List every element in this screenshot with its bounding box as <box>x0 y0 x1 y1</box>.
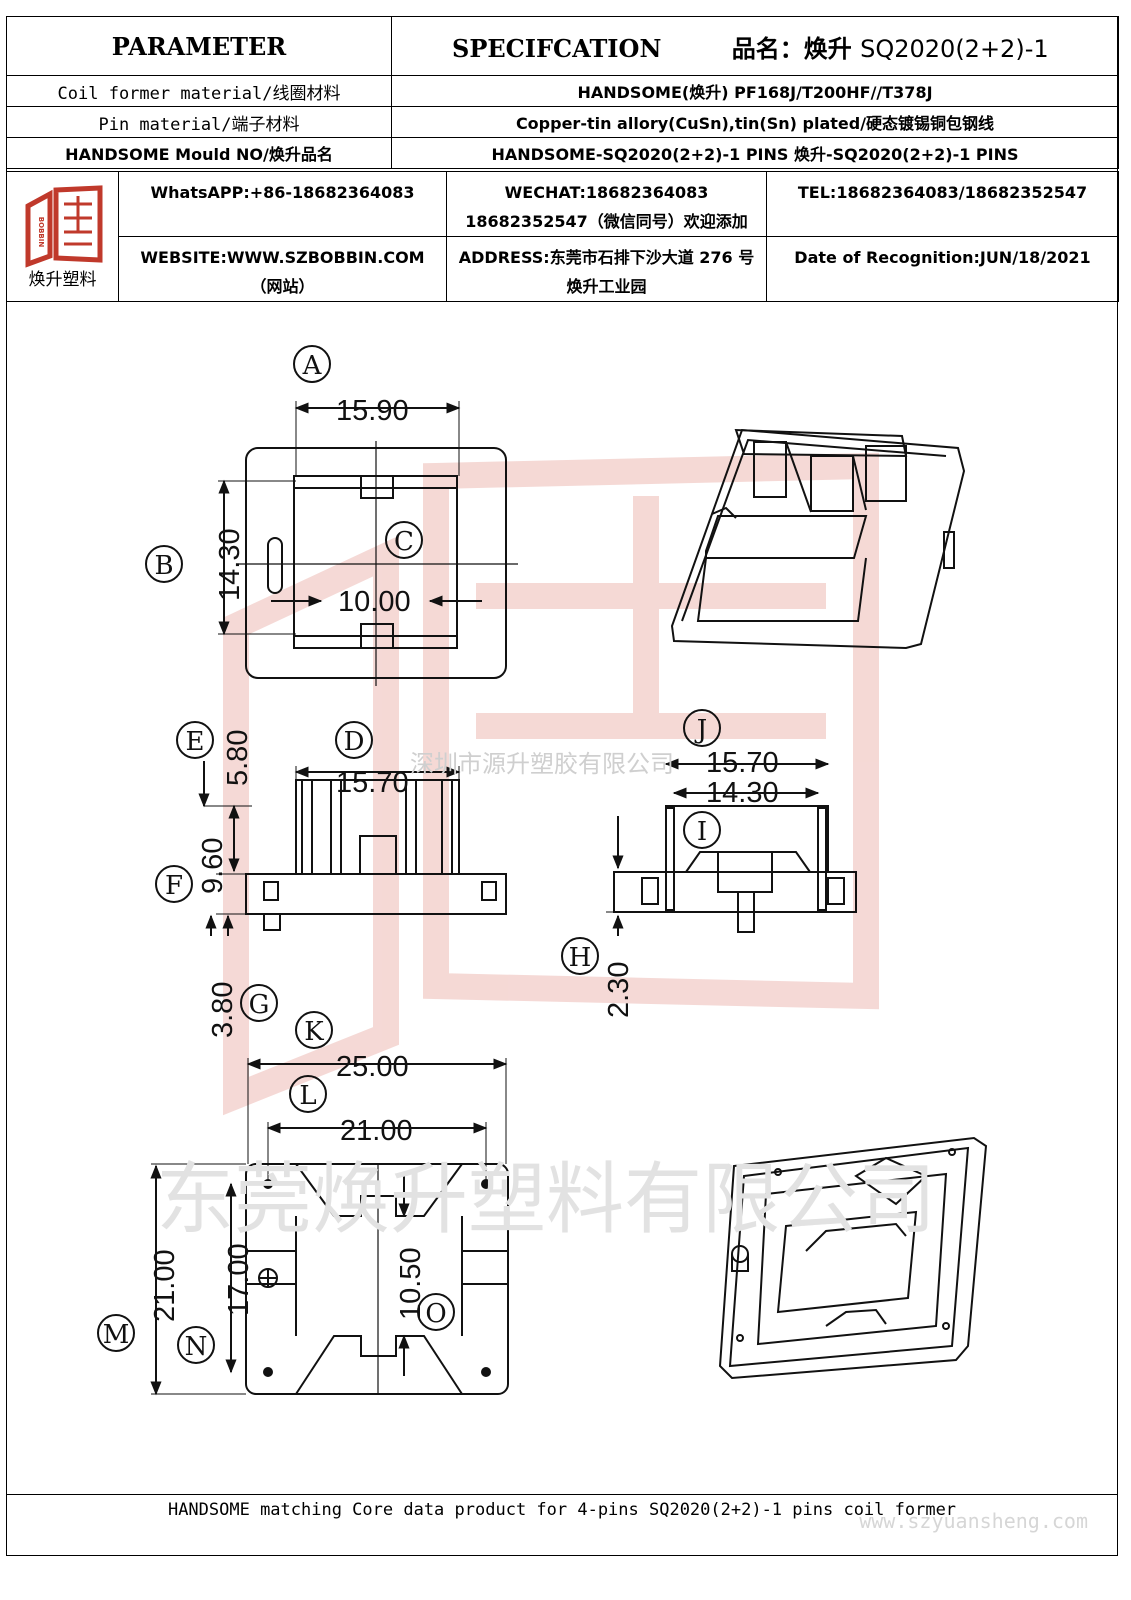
product-model: SQ2020(2+2)-1 <box>860 34 1049 63</box>
specification-label: SPECIFCATION <box>452 33 662 63</box>
iso-view-top <box>670 428 966 650</box>
date-cell: Date of Recognition:JUN/18/2021 <box>766 236 1119 302</box>
label-N: N <box>177 1326 215 1364</box>
logo-cell: BOBBIN 焕升塑料 <box>6 171 119 302</box>
label-C: C <box>385 521 423 559</box>
watermark-top: 深圳市源升塑胶有限公司 <box>410 750 674 778</box>
svg-text:I: I <box>697 817 707 847</box>
svg-text:B: B <box>154 551 173 581</box>
svg-text:F: F <box>165 871 183 901</box>
logo-caption: 焕升塑料 <box>28 269 97 290</box>
product-name: 品名：焕升 SQ2020(2+2)-1 <box>732 35 1049 63</box>
svg-text:C: C <box>394 527 414 557</box>
svg-text:E: E <box>186 727 205 757</box>
svg-text:L: L <box>299 1081 316 1111</box>
pin-material-label: Pin material/端子材料 <box>6 106 392 138</box>
company-logo: BOBBIN <box>25 184 102 268</box>
svg-text:J: J <box>694 715 707 745</box>
footer-url-watermark: www.szyuansheng.com <box>859 1509 1088 1533</box>
dim-F: 9.60 <box>197 838 229 894</box>
specification-heading: SPECIFCATION 品名：焕升 SQ2020(2+2)-1 <box>391 16 1119 76</box>
mould-no-value: HANDSOME-SQ2020(2+2)-1 PINS 焕升-SQ2020(2+… <box>391 137 1119 169</box>
coil-material-label: Coil former material/线圈材料 <box>6 75 392 107</box>
footer: HANDSOME matching Core data product for … <box>6 1494 1118 1556</box>
svg-text:A: A <box>302 351 323 381</box>
svg-text:G: G <box>249 990 270 1020</box>
dim-M: 21.00 <box>149 1249 181 1322</box>
svg-text:H: H <box>569 943 592 973</box>
dim-D: 15.70 <box>336 767 409 799</box>
svg-text:N: N <box>185 1332 208 1362</box>
dim-K: 25.00 <box>336 1051 409 1083</box>
iso-view-bottom <box>718 1136 988 1380</box>
product-name-label: 品名：焕升 <box>731 34 852 63</box>
label-E: E <box>176 721 214 759</box>
parameter-heading: PARAMETER <box>6 16 392 76</box>
logo-glyph: BOBBIN <box>37 216 45 247</box>
drawing-canvas: A B C D E F G H I J K L M N O 15.90 14.3… <box>97 345 988 1396</box>
label-M: M <box>97 1314 135 1352</box>
address-cell: ADDRESS:东莞市石排下沙大道 276 号焕升工业园 <box>446 236 767 302</box>
label-A: A <box>293 345 331 383</box>
tel-cell: TEL:18682364083/18682352547 <box>766 171 1119 237</box>
technical-drawing: A B C D E F G H I J K L M N O 15.90 14.3… <box>6 296 1118 1492</box>
dim-A: 15.90 <box>336 395 409 427</box>
dim-H: 2.30 <box>603 962 635 1018</box>
wechat-cell: WECHAT:18682364083 18682352547（微信同号）欢迎添加 <box>446 171 767 237</box>
svg-text:M: M <box>103 1320 130 1350</box>
dim-E: 5.80 <box>222 730 254 786</box>
mould-no-label: HANDSOME Mould NO/焕升品名 <box>6 137 392 169</box>
svg-text:D: D <box>344 727 365 757</box>
bottom-view <box>150 1058 509 1396</box>
dim-G: 3.80 <box>207 982 239 1038</box>
dim-C: 10.00 <box>338 586 411 618</box>
label-B: B <box>145 545 183 583</box>
footer-text: HANDSOME matching Core data product for … <box>167 1500 957 1520</box>
label-I: I <box>683 811 721 849</box>
label-H: H <box>561 937 599 975</box>
label-G: G <box>240 984 278 1022</box>
dim-O: 10.50 <box>395 1247 427 1320</box>
front-view <box>198 761 507 936</box>
coil-material-value: HANDSOME(焕升) PF168J/T200HF//T378J <box>391 75 1119 107</box>
top-view <box>218 401 518 686</box>
contact-table: BOBBIN 焕升塑料 WhatsAPP:+86-18682364083 WEC… <box>6 171 1119 302</box>
side-view <box>606 758 857 936</box>
website-cell: WEBSITE:WWW.SZBOBBIN.COM（网站） <box>118 236 447 302</box>
label-D: D <box>335 721 373 759</box>
dim-L: 21.00 <box>340 1115 413 1147</box>
pin-material-value: Copper-tin allory(CuSn),tin(Sn) plated/硬… <box>391 106 1119 138</box>
label-L: L <box>289 1075 327 1113</box>
dim-B: 14.30 <box>214 528 246 601</box>
spec-table: PARAMETER SPECIFCATION 品名：焕升 SQ2020(2+2)… <box>6 16 1119 169</box>
label-K: K <box>295 1011 333 1049</box>
label-J: J <box>683 709 721 747</box>
label-O: O <box>417 1293 455 1331</box>
label-F: F <box>155 865 193 903</box>
whatsapp-cell: WhatsAPP:+86-18682364083 <box>118 171 447 237</box>
logo-watermark <box>223 452 879 1116</box>
svg-text:K: K <box>304 1017 324 1047</box>
dim-J: 15.70 <box>706 747 779 779</box>
dim-N: 17.00 <box>223 1243 255 1316</box>
svg-text:O: O <box>425 1299 446 1329</box>
dim-I: 14.30 <box>706 777 779 809</box>
watermark-bottom: 东莞焕升塑料有限公司 <box>156 1155 936 1245</box>
